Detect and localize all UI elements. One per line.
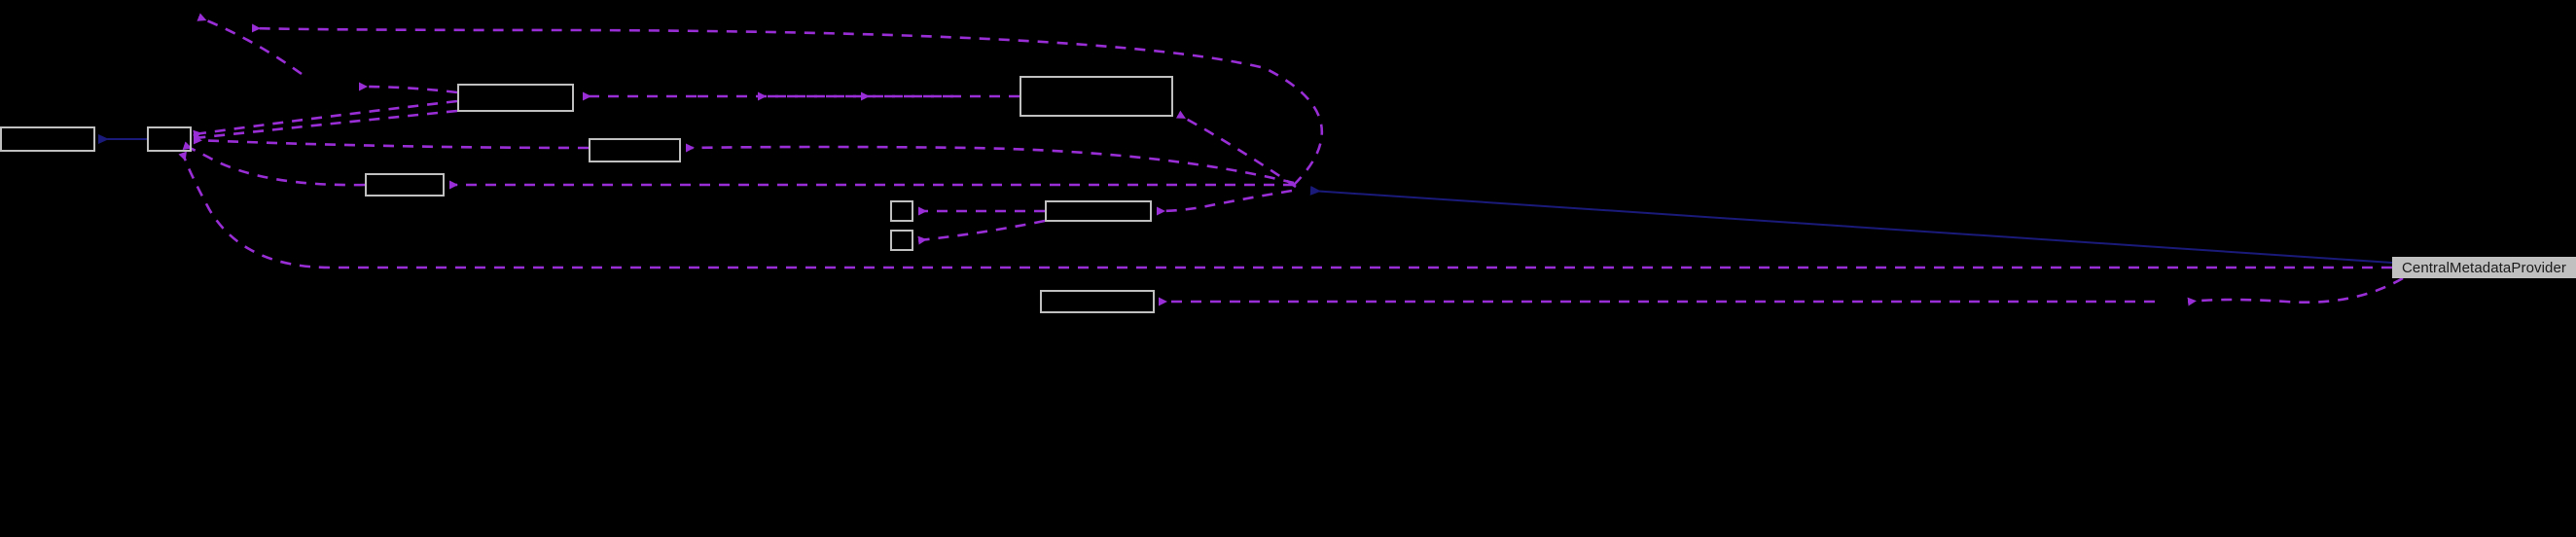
edge-group-caller [178,13,2404,306]
node-n8[interactable] [1045,200,1152,222]
edge-n3-to-n2-a [193,99,458,139]
edge-n5-to-n2 [193,135,590,150]
edge-hub-to-topleft-long [251,23,1324,186]
node-central-metadata-provider-label: CentralMetadataProvider [2401,259,2567,276]
node-n10[interactable] [1040,290,1155,313]
edge-hub-to-n8 [1156,189,1293,216]
edge-centralmetadataprovider-to-hub [1309,185,2393,264]
edge-n8-to-n9 [917,219,1046,245]
edge-hub-to-n5 [685,143,1295,185]
node-n6[interactable] [365,173,445,197]
node-n2[interactable] [147,126,192,152]
edge-hub-to-n4 [1175,110,1297,189]
edge-n6-to-n2 [182,141,366,187]
edge-n3-to-n2-b [193,109,458,143]
node-central-metadata-provider[interactable]: CentralMetadataProvider [2392,257,2576,278]
node-n1[interactable] [0,126,95,152]
node-n3[interactable] [457,84,574,112]
node-n9[interactable] [890,230,913,251]
edge-n3-to-up [358,82,458,94]
edge-up-to-topleft [197,13,303,76]
edge-centralmetadataprovider-to-n2 [178,151,2392,269]
node-n5[interactable] [589,138,681,162]
node-n7[interactable] [890,200,913,222]
node-n4[interactable] [1020,76,1173,117]
edge-group-inherit [98,134,2393,264]
edge-centralmetadataprovider-to-n10 [2187,276,2404,306]
